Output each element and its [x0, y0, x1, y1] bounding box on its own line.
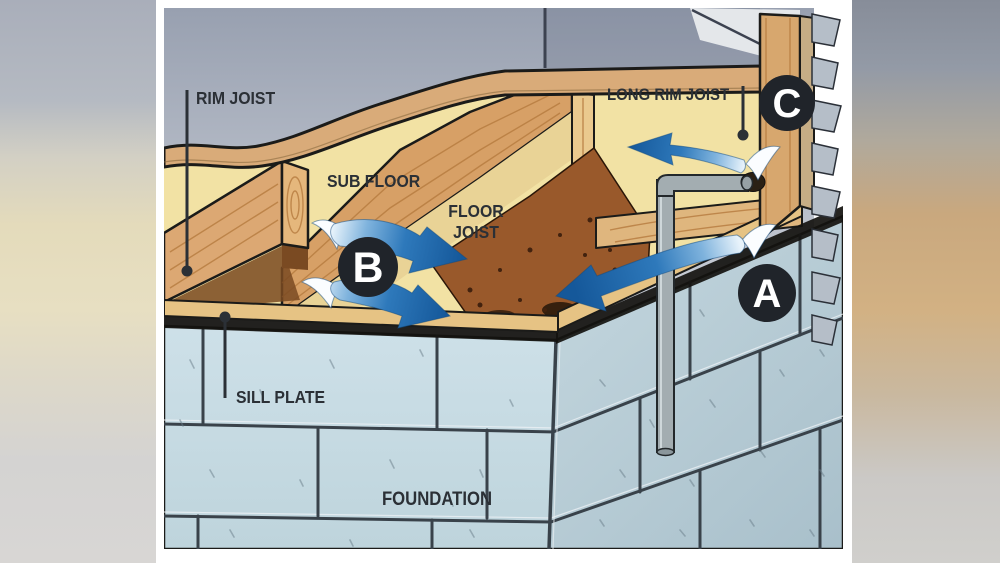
- long-rim-joist-label: LONG RIM JOIST: [607, 86, 729, 104]
- air-leak-arrow-c: [626, 132, 747, 174]
- plywood-edge: [164, 64, 764, 169]
- marker-a: [738, 264, 796, 322]
- markers: B C A: [338, 75, 815, 322]
- foundation-corner-edge: [547, 339, 558, 549]
- marker-b: [338, 237, 398, 297]
- air-leak-arrow-b-upper: [330, 219, 469, 274]
- sub-floor-label: SUB FLOOR: [327, 171, 420, 191]
- marker-a-letter: A: [753, 272, 782, 316]
- callouts: RIM JOIST SUB FLOOR FLOOR JOIST LONG RIM…: [181, 86, 749, 509]
- marker-c-letter: C: [773, 82, 802, 126]
- rim-joist-leader-dot: [181, 265, 193, 277]
- marker-c: [759, 75, 815, 131]
- arrow-a-ribbon: [741, 223, 777, 260]
- rim-joist-end-grain: [280, 159, 310, 250]
- pipe-end: [740, 175, 754, 191]
- arrow-c-ribbon: [745, 145, 781, 182]
- blurred-letterbox-left: [0, 0, 156, 563]
- foundation-label: FOUNDATION: [382, 488, 492, 509]
- blurred-letterbox-right: [852, 0, 1000, 563]
- pipe: [656, 172, 766, 457]
- siding: [811, 13, 842, 346]
- rim-shadow: [164, 246, 300, 312]
- block-shadow: [282, 244, 308, 270]
- air-leak-arrow-a: [554, 234, 746, 312]
- foundation-front-face: [164, 324, 558, 549]
- marker-b-letter: B: [352, 244, 383, 292]
- block-texture: [179, 349, 514, 547]
- sill-plate-label: SILL PLATE: [236, 387, 325, 407]
- rim-joist-label: RIM JOIST: [196, 88, 276, 108]
- long-rim-joist-leader-dot: [737, 129, 749, 141]
- floor-joist-label-line1: FLOOR: [448, 201, 503, 221]
- floor-joist-label-line2: JOIST: [453, 222, 499, 242]
- shadow-under-sill-right: [556, 206, 843, 344]
